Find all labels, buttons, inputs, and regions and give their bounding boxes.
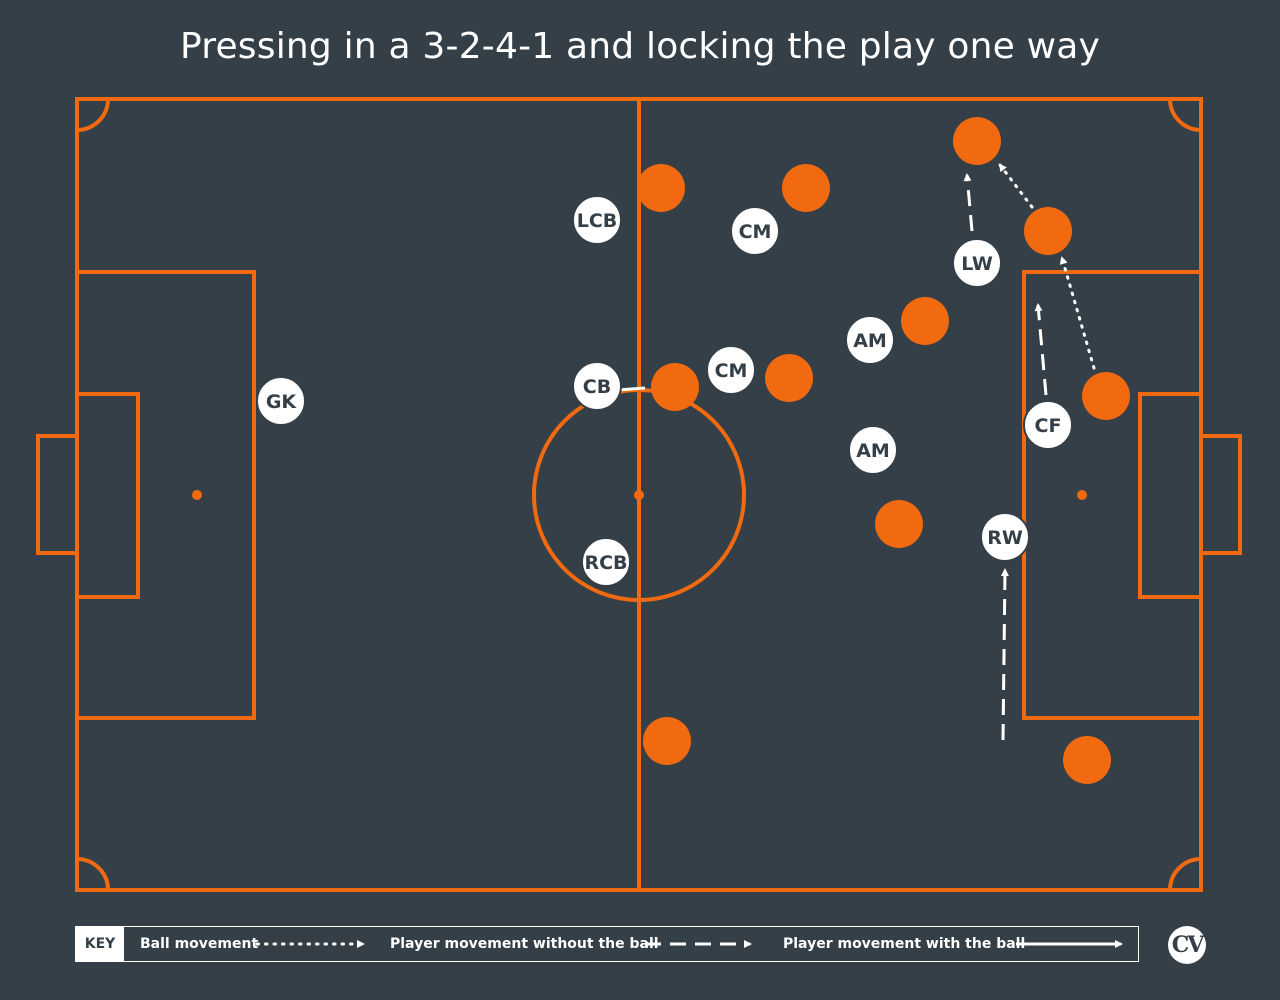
key-item-ball-movement: Ball movement xyxy=(140,936,259,952)
opponent-marker xyxy=(901,297,949,345)
left-penalty-box xyxy=(75,270,256,720)
player-disc xyxy=(980,512,1030,562)
player-lw: LW xyxy=(952,238,1002,288)
player-label: GK xyxy=(266,391,298,413)
key-item-player-with-ball: Player movement with the ball xyxy=(783,936,1026,952)
opponent-marker xyxy=(1024,207,1072,255)
right-penalty-box xyxy=(1022,270,1203,720)
movement-arrows xyxy=(617,163,1096,741)
player-am: AM xyxy=(845,315,895,365)
player-disc xyxy=(706,345,756,395)
movement-arrow-dashed xyxy=(1000,568,1009,741)
opponent-marker xyxy=(953,117,1001,165)
opponent-marker xyxy=(782,164,830,212)
movement-arrow-solid-noarrow xyxy=(617,386,646,392)
movement-arrow-dotted xyxy=(998,163,1034,209)
player-disc xyxy=(1023,400,1073,450)
right-goal xyxy=(1199,434,1242,555)
player-rw: RW xyxy=(980,512,1030,562)
player-lcb: LCB xyxy=(572,195,622,245)
player-label: RCB xyxy=(584,552,627,574)
player-label: RW xyxy=(987,527,1023,549)
right-six-yard-box xyxy=(1138,392,1203,599)
player-cf: CF xyxy=(1023,400,1073,450)
pitch-markings xyxy=(36,97,1242,892)
player-disc xyxy=(730,206,780,256)
key-tag: KEY xyxy=(76,927,124,961)
opponent-marker xyxy=(637,164,685,212)
team-players: GK LCB CB RCB CM CM AM AM LW CF RW xyxy=(256,195,1073,587)
player-cm: CM xyxy=(730,206,780,256)
player-label: CM xyxy=(715,360,748,382)
pitch-spots xyxy=(192,490,1087,500)
cv-logo: CV xyxy=(1168,926,1206,964)
player-label: CM xyxy=(739,221,772,243)
pitch-diagram: GK LCB CB RCB CM CM AM AM LW CF RW xyxy=(36,97,1242,892)
player-label: CF xyxy=(1035,415,1062,437)
player-disc xyxy=(848,425,898,475)
centre-circle xyxy=(532,388,746,602)
player-label: AM xyxy=(856,440,890,462)
corner-arc-top-left xyxy=(76,98,110,132)
left-penalty-spot xyxy=(192,490,202,500)
movement-arrow-dotted xyxy=(1059,256,1096,370)
corner-arc-bottom-right xyxy=(1168,857,1202,891)
player-label: LCB xyxy=(577,210,618,232)
opponent-marker xyxy=(651,363,699,411)
player-disc xyxy=(845,315,895,365)
movement-arrow-dashed xyxy=(963,173,974,232)
player-disc xyxy=(581,537,631,587)
key-item-player-without-ball: Player movement without the ball xyxy=(390,936,659,952)
player-disc xyxy=(572,195,622,245)
opponent-marker xyxy=(1063,736,1111,784)
corner-arc-bottom-left xyxy=(76,857,110,891)
player-cb: CB xyxy=(572,361,622,411)
opponent-marker xyxy=(765,354,813,402)
opponent-marker xyxy=(875,500,923,548)
key-lines xyxy=(255,940,1123,948)
player-disc xyxy=(572,361,622,411)
movement-arrow-dashed xyxy=(1034,303,1048,396)
player-disc xyxy=(952,238,1002,288)
left-goal xyxy=(36,434,79,555)
opponent-marker xyxy=(643,717,691,765)
player-am: AM xyxy=(848,425,898,475)
player-rcb: RCB xyxy=(581,537,631,587)
opponent-players xyxy=(637,117,1130,784)
player-label: LW xyxy=(961,253,993,275)
left-six-yard-box xyxy=(75,392,140,599)
player-label: CB xyxy=(583,376,611,398)
player-label: AM xyxy=(853,330,887,352)
player-cm: CM xyxy=(706,345,756,395)
corner-arc-top-right xyxy=(1168,98,1202,132)
player-disc xyxy=(256,376,306,426)
diagram-title: Pressing in a 3-2-4-1 and locking the pl… xyxy=(179,26,1101,67)
legend-key: KEY Ball movement Player movement withou… xyxy=(75,926,1139,962)
opponent-marker xyxy=(1082,372,1130,420)
right-penalty-spot xyxy=(1077,490,1087,500)
player-gk: GK xyxy=(256,376,306,426)
centre-spot xyxy=(634,490,644,500)
